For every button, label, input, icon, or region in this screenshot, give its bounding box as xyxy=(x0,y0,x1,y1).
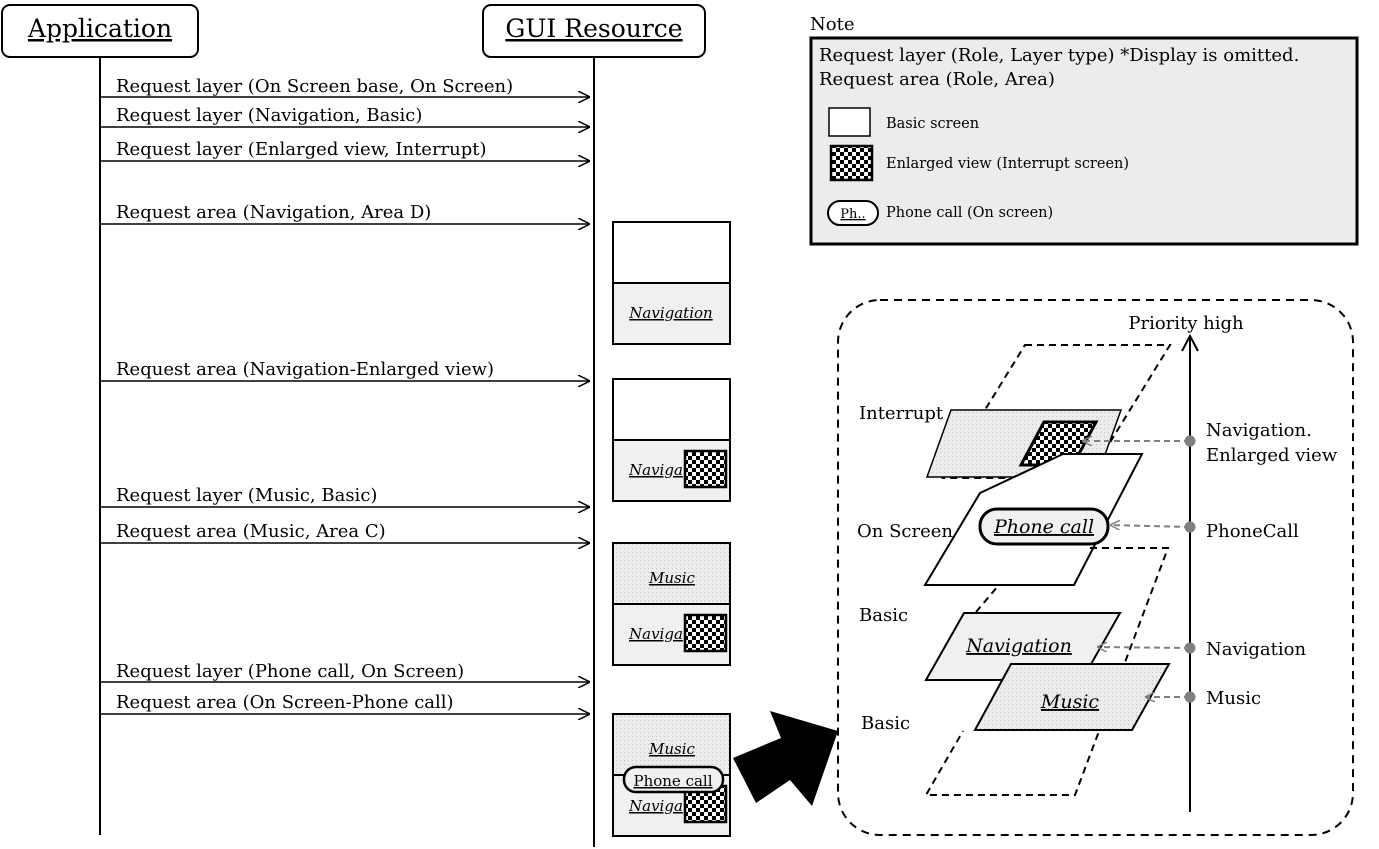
phone-call-label: Phone call xyxy=(633,772,712,790)
screen-state-3: Music Naviga xyxy=(612,542,731,666)
layer-priority-diagram: Priority high Phone call Navigation Musi… xyxy=(837,299,1354,836)
participant-gui-resource: GUI Resource xyxy=(482,4,706,58)
legend-phone-label: Phone call (On screen) xyxy=(886,205,1053,221)
priority-axis-label: Priority high xyxy=(1128,313,1244,334)
legend-basic-swatch xyxy=(828,107,871,137)
message-label: Request area (Navigation, Area D) xyxy=(116,202,431,223)
layer-basic-label: Basic xyxy=(859,605,908,626)
note-line-2: Request area (Role, Area) xyxy=(819,69,1055,90)
message-label: Request layer (Music, Basic) xyxy=(116,485,377,506)
message-label: Request layer (On Screen base, On Screen… xyxy=(116,76,513,97)
application-label: Application xyxy=(27,14,172,43)
phone-call-pill xyxy=(978,507,1110,546)
message-2: Request layer (Navigation, Basic) xyxy=(100,105,590,127)
note-box: Request layer (Role, Layer type) *Displa… xyxy=(809,36,1359,246)
navigation-area-label: Navigation xyxy=(628,304,712,322)
message-9: Request area (On Screen-Phone call) xyxy=(100,692,590,714)
note-title: Note xyxy=(810,14,854,35)
screen-state-1: Navigation xyxy=(612,221,731,345)
layer-onscreen-label: On Screen xyxy=(857,521,953,542)
message-3: Request layer (Enlarged view, Interrupt) xyxy=(100,139,590,161)
legend-phone-icon-label: Ph.. xyxy=(840,207,865,222)
message-label: Request area (Navigation-Enlarged view) xyxy=(116,359,494,380)
navigation-area-label: Naviga xyxy=(628,461,683,479)
legend-basic-label: Basic screen xyxy=(886,116,979,132)
message-label: Request layer (Phone call, On Screen) xyxy=(116,661,464,682)
message-7: Request area (Music, Area C) xyxy=(100,521,590,543)
layer-interrupt-label: Interrupt xyxy=(859,403,944,424)
message-8: Request layer (Phone call, On Screen) xyxy=(100,661,590,682)
message-label: Request layer (Navigation, Basic) xyxy=(116,105,422,126)
layer-basic-label: Basic xyxy=(861,713,910,734)
music-area-label: Music xyxy=(648,569,696,587)
role-music-label: Music xyxy=(1206,688,1261,709)
expand-arrow xyxy=(733,711,838,806)
role-phonecall-label: PhoneCall xyxy=(1206,521,1299,542)
legend-enlarged-swatch xyxy=(829,144,874,182)
message-4: Request area (Navigation, Area D) xyxy=(100,202,590,224)
screen-state-2: Naviga xyxy=(612,378,731,502)
legend-phone-swatch xyxy=(827,200,879,226)
enlarged-view-block xyxy=(683,449,728,489)
note-line-1: Request layer (Role, Layer type) *Displa… xyxy=(819,45,1299,66)
music-area-label: Music xyxy=(648,740,696,758)
screen-state-4: Music Naviga Phone call xyxy=(612,713,731,837)
participant-application: Application xyxy=(1,4,199,58)
navigation-plane-label: Navigation xyxy=(965,635,1072,657)
enlarged-view-block xyxy=(683,613,728,653)
message-5: Request area (Navigation-Enlarged view) xyxy=(100,359,590,381)
message-label: Request area (Music, Area C) xyxy=(116,521,386,542)
music-plane-label: Music xyxy=(1040,691,1100,713)
role-nav-enlarged-label: Navigation. xyxy=(1206,420,1312,441)
message-6: Request layer (Music, Basic) xyxy=(100,485,590,507)
music-plane xyxy=(973,663,1171,731)
message-label: Request area (On Screen-Phone call) xyxy=(116,692,454,713)
navigation-area-label: Naviga xyxy=(628,625,683,643)
phone-call-plane-label: Phone call xyxy=(993,516,1094,538)
message-1: Request layer (On Screen base, On Screen… xyxy=(100,76,590,97)
legend-enlarged-label: Enlarged view (Interrupt screen) xyxy=(886,156,1129,172)
navigation-area-label: Naviga xyxy=(628,797,683,815)
gui-resource-label: GUI Resource xyxy=(505,14,682,43)
role-navigation-label: Navigation xyxy=(1206,639,1306,660)
message-label: Request layer (Enlarged view, Interrupt) xyxy=(116,139,487,160)
phone-call-pill xyxy=(622,765,725,794)
role-nav-enlarged-label-2: Enlarged view xyxy=(1206,445,1338,466)
